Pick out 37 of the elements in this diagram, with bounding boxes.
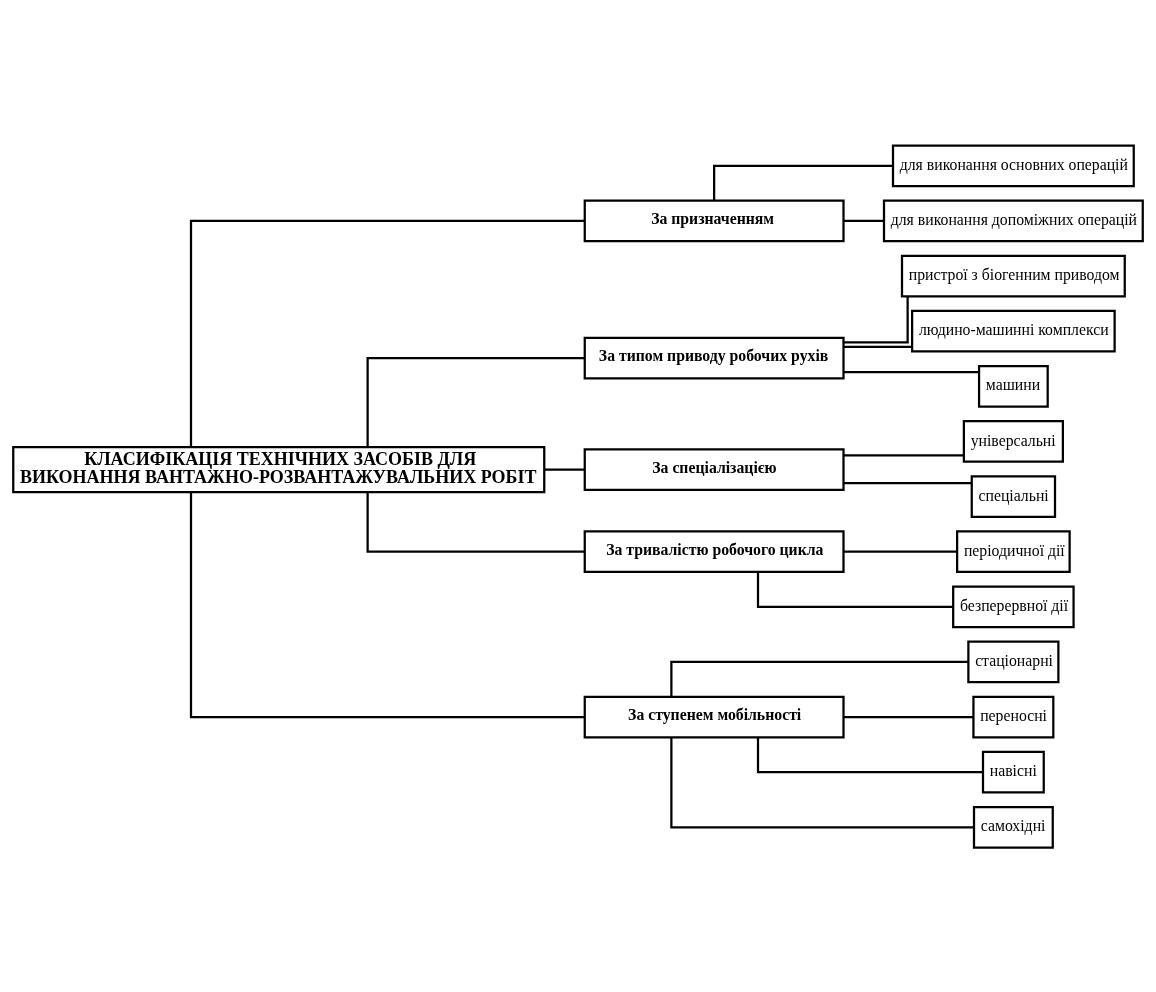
connector [843, 345, 913, 348]
connector [843, 219, 884, 222]
node-box: навісні [981, 750, 1045, 793]
connector [756, 571, 954, 608]
connector [670, 737, 974, 828]
node-box: стаціонарні [967, 640, 1060, 683]
node-box: За ступенем мобільності [583, 695, 845, 738]
connector [713, 164, 893, 200]
connector [366, 491, 585, 553]
connector [544, 467, 585, 471]
node-box: спеціальні [970, 474, 1057, 518]
connector [189, 219, 585, 447]
connector [189, 491, 585, 718]
connector [843, 550, 957, 553]
node-box: За спеціалізацією [583, 447, 845, 491]
connector [756, 737, 983, 773]
node-box: для виконання основних операцій [891, 143, 1135, 187]
node-box: універсальні [962, 419, 1064, 463]
node-box: для виконання допоміжних операцій [882, 199, 1144, 242]
node-box: За тривалістю робочого цикла [583, 529, 845, 573]
connector [843, 481, 972, 484]
connector [366, 356, 585, 447]
node-box: КЛАСИФІКАЦІЯ ТЕХНІЧНИХ ЗАСОБІВ ДЛЯ ВИКОНАННЯ ВАНТАЖНО-РОЗВАНТАЖУВАЛЬНИХ РОБІТ [12, 445, 546, 493]
node-box: За типом приводу робочих рухів [583, 336, 845, 379]
node-box: переносні [972, 695, 1055, 738]
node-box: самохідні [972, 805, 1054, 849]
connector [843, 295, 909, 343]
node-box: машини [977, 364, 1049, 408]
node-box: За призначенням [583, 199, 845, 242]
node-box: періодичної дії [956, 529, 1071, 573]
connector [843, 453, 964, 457]
node-box: безперервної дії [952, 584, 1075, 628]
connector [670, 660, 969, 696]
connector [843, 370, 979, 373]
node-box: людино-машинні комплекси [911, 309, 1116, 352]
connector [843, 715, 974, 718]
node-box: пристрої з біогенним приводом [900, 254, 1126, 297]
